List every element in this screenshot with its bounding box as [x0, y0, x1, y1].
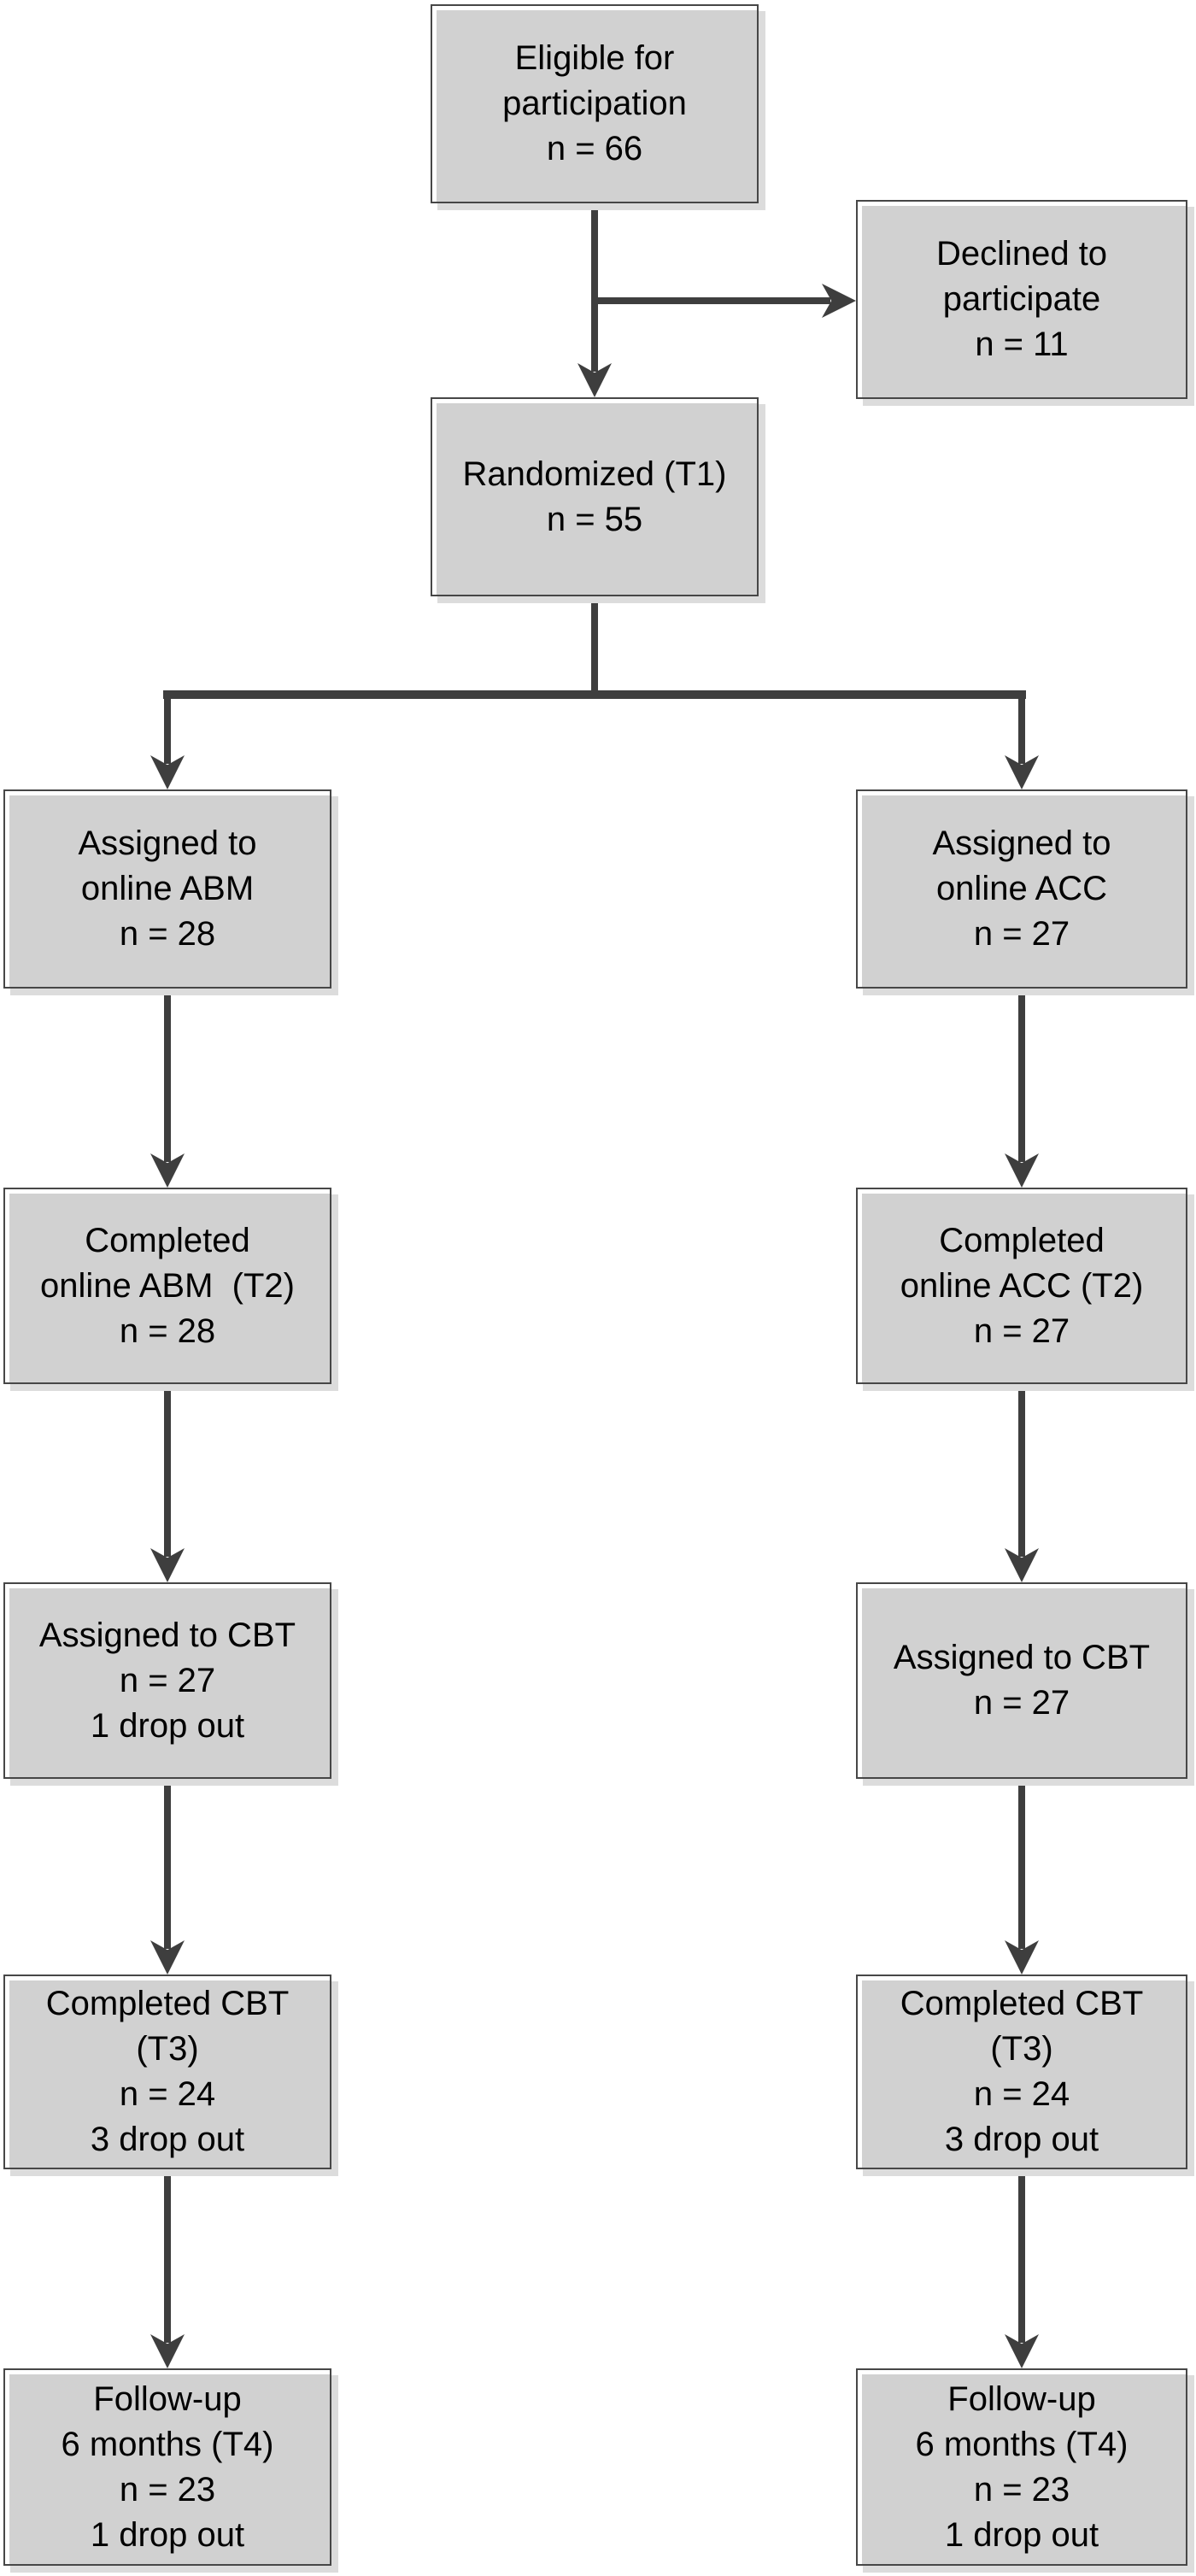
box-assigned-abm: Assigned to online ABM n = 28: [3, 789, 331, 989]
box-completed-cbt-left: Completed CBT (T3) n = 24 3 drop out: [3, 1975, 331, 2169]
box-followup-left-label: Follow-up 6 months (T4) n = 23 1 drop ou…: [61, 2379, 274, 2554]
box-completed-acc-label: Completed online ACC (T2) n = 27: [900, 1221, 1144, 1350]
box-declined: Declined to participate n = 11: [856, 200, 1187, 399]
box-assigned-cbt-left: Assigned to CBT n = 27 1 drop out: [3, 1582, 331, 1779]
box-assigned-cbt-right-label: Assigned to CBT n = 27: [893, 1639, 1151, 1722]
box-assigned-cbt-right: Assigned to CBT n = 27: [856, 1582, 1187, 1779]
box-eligible-label: Eligible for participation n = 66: [502, 39, 687, 167]
box-completed-acc: Completed online ACC (T2) n = 27: [856, 1188, 1187, 1384]
box-completed-cbt-right: Completed CBT (T3) n = 24 3 drop out: [856, 1975, 1187, 2169]
box-followup-left: Follow-up 6 months (T4) n = 23 1 drop ou…: [3, 2368, 331, 2566]
box-assigned-abm-label: Assigned to online ABM n = 28: [78, 824, 257, 953]
box-completed-cbt-right-label: Completed CBT (T3) n = 24 3 drop out: [900, 1985, 1144, 2158]
box-eligible: Eligible for participation n = 66: [431, 4, 759, 203]
box-randomized: Randomized (T1) n = 55: [431, 397, 759, 596]
box-assigned-acc: Assigned to online ACC n = 27: [856, 789, 1187, 989]
box-declined-label: Declined to participate n = 11: [935, 235, 1108, 363]
box-followup-right: Follow-up 6 months (T4) n = 23 1 drop ou…: [856, 2368, 1187, 2566]
box-assigned-acc-label: Assigned to online ACC n = 27: [932, 824, 1111, 953]
box-followup-right-label: Follow-up 6 months (T4) n = 23 1 drop ou…: [915, 2379, 1129, 2554]
box-assigned-cbt-left-label: Assigned to CBT n = 27 1 drop out: [38, 1616, 296, 1745]
box-completed-cbt-left-label: Completed CBT (T3) n = 24 3 drop out: [45, 1985, 290, 2158]
box-completed-abm-label: Completed online ABM (T2) n = 28: [40, 1221, 295, 1350]
box-randomized-label: Randomized (T1) n = 55: [462, 455, 727, 538]
box-completed-abm: Completed online ABM (T2) n = 28: [3, 1188, 331, 1384]
